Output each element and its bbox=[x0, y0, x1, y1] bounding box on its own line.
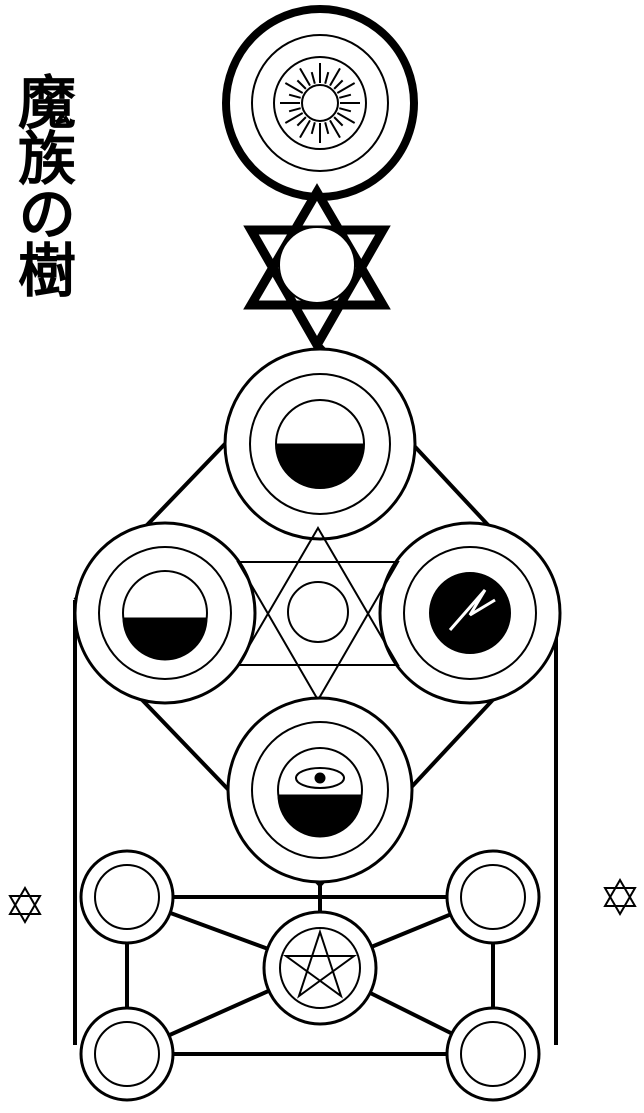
diagram-title: 魔族の樹 bbox=[8, 72, 76, 296]
sun-ray bbox=[336, 82, 356, 94]
sun-ray bbox=[310, 71, 316, 84]
water-sigil bbox=[223, 347, 417, 541]
sun-ray bbox=[333, 116, 344, 127]
sun-ray bbox=[324, 71, 330, 84]
sun-ray bbox=[296, 79, 307, 90]
sun-ray bbox=[296, 116, 307, 127]
sun-ray bbox=[329, 119, 341, 139]
seal-bottom-right bbox=[445, 1006, 541, 1102]
sun-ray bbox=[299, 119, 311, 139]
sun-sigil bbox=[222, 5, 418, 201]
sun-ray bbox=[336, 112, 356, 124]
seal-top-right bbox=[445, 849, 541, 945]
sun-ray bbox=[339, 93, 352, 99]
sun-ray bbox=[284, 112, 304, 124]
central-hexagram bbox=[236, 526, 400, 702]
sun-ray bbox=[310, 122, 316, 135]
seal-top-left bbox=[79, 849, 175, 945]
sun-ray bbox=[329, 67, 341, 87]
sun-ray bbox=[288, 107, 301, 113]
sun-ray bbox=[299, 67, 311, 87]
seal-bottom-left bbox=[79, 1006, 175, 1102]
sun-ray bbox=[333, 79, 344, 90]
sun-ray bbox=[288, 93, 301, 99]
star-of-david-icon-left bbox=[8, 885, 42, 925]
sun-ray bbox=[284, 82, 304, 94]
star-of-david-icon-right bbox=[603, 877, 637, 917]
sun-ray bbox=[324, 122, 330, 135]
sun-ray bbox=[339, 107, 352, 113]
upper-hexagram bbox=[243, 183, 391, 355]
right-sigil bbox=[378, 521, 562, 705]
left-sigil bbox=[73, 521, 257, 705]
seal-center-pentagram bbox=[262, 910, 378, 1026]
eye-sigil bbox=[226, 696, 414, 884]
